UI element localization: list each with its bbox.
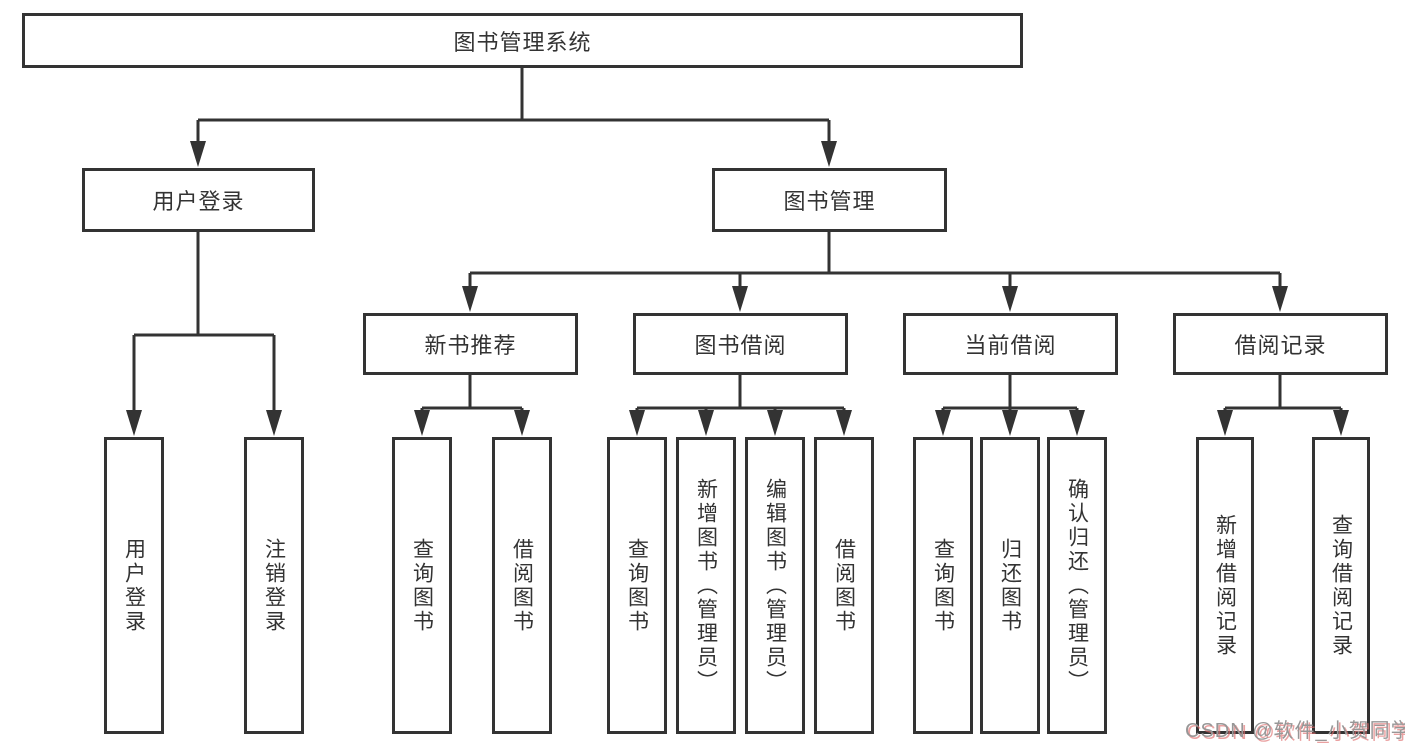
leaf-recommend-borrow-books: 借阅图书 bbox=[492, 437, 552, 734]
node-book-borrow: 图书借阅 bbox=[633, 313, 848, 375]
node-user-login: 用户登录 bbox=[82, 168, 315, 232]
node-book-management: 图书管理 bbox=[712, 168, 947, 232]
leaf-return-books: 归还图书 bbox=[980, 437, 1040, 734]
node-root-system: 图书管理系统 bbox=[22, 13, 1023, 68]
node-borrow-records: 借阅记录 bbox=[1173, 313, 1388, 375]
leaf-edit-books-admin: 编辑图书（管理员） bbox=[745, 437, 805, 734]
leaf-current-query-books: 查询图书 bbox=[913, 437, 973, 734]
leaf-borrow-query-books: 查询图书 bbox=[607, 437, 667, 734]
node-new-book-recommend: 新书推荐 bbox=[363, 313, 578, 375]
leaf-user-login: 用户登录 bbox=[104, 437, 164, 734]
leaf-recommend-query-books: 查询图书 bbox=[392, 437, 452, 734]
leaf-logout: 注销登录 bbox=[244, 437, 304, 734]
leaf-add-borrow-record: 新增借阅记录 bbox=[1196, 437, 1254, 734]
leaf-add-books-admin: 新增图书（管理员） bbox=[676, 437, 736, 734]
leaf-confirm-return-admin: 确认归还（管理员） bbox=[1047, 437, 1107, 734]
leaf-query-borrow-record: 查询借阅记录 bbox=[1312, 437, 1370, 734]
leaf-borrow-books: 借阅图书 bbox=[814, 437, 874, 734]
node-current-borrow: 当前借阅 bbox=[903, 313, 1118, 375]
csdn-watermark: CSDN @软件_小贺同学 bbox=[1185, 720, 1405, 742]
